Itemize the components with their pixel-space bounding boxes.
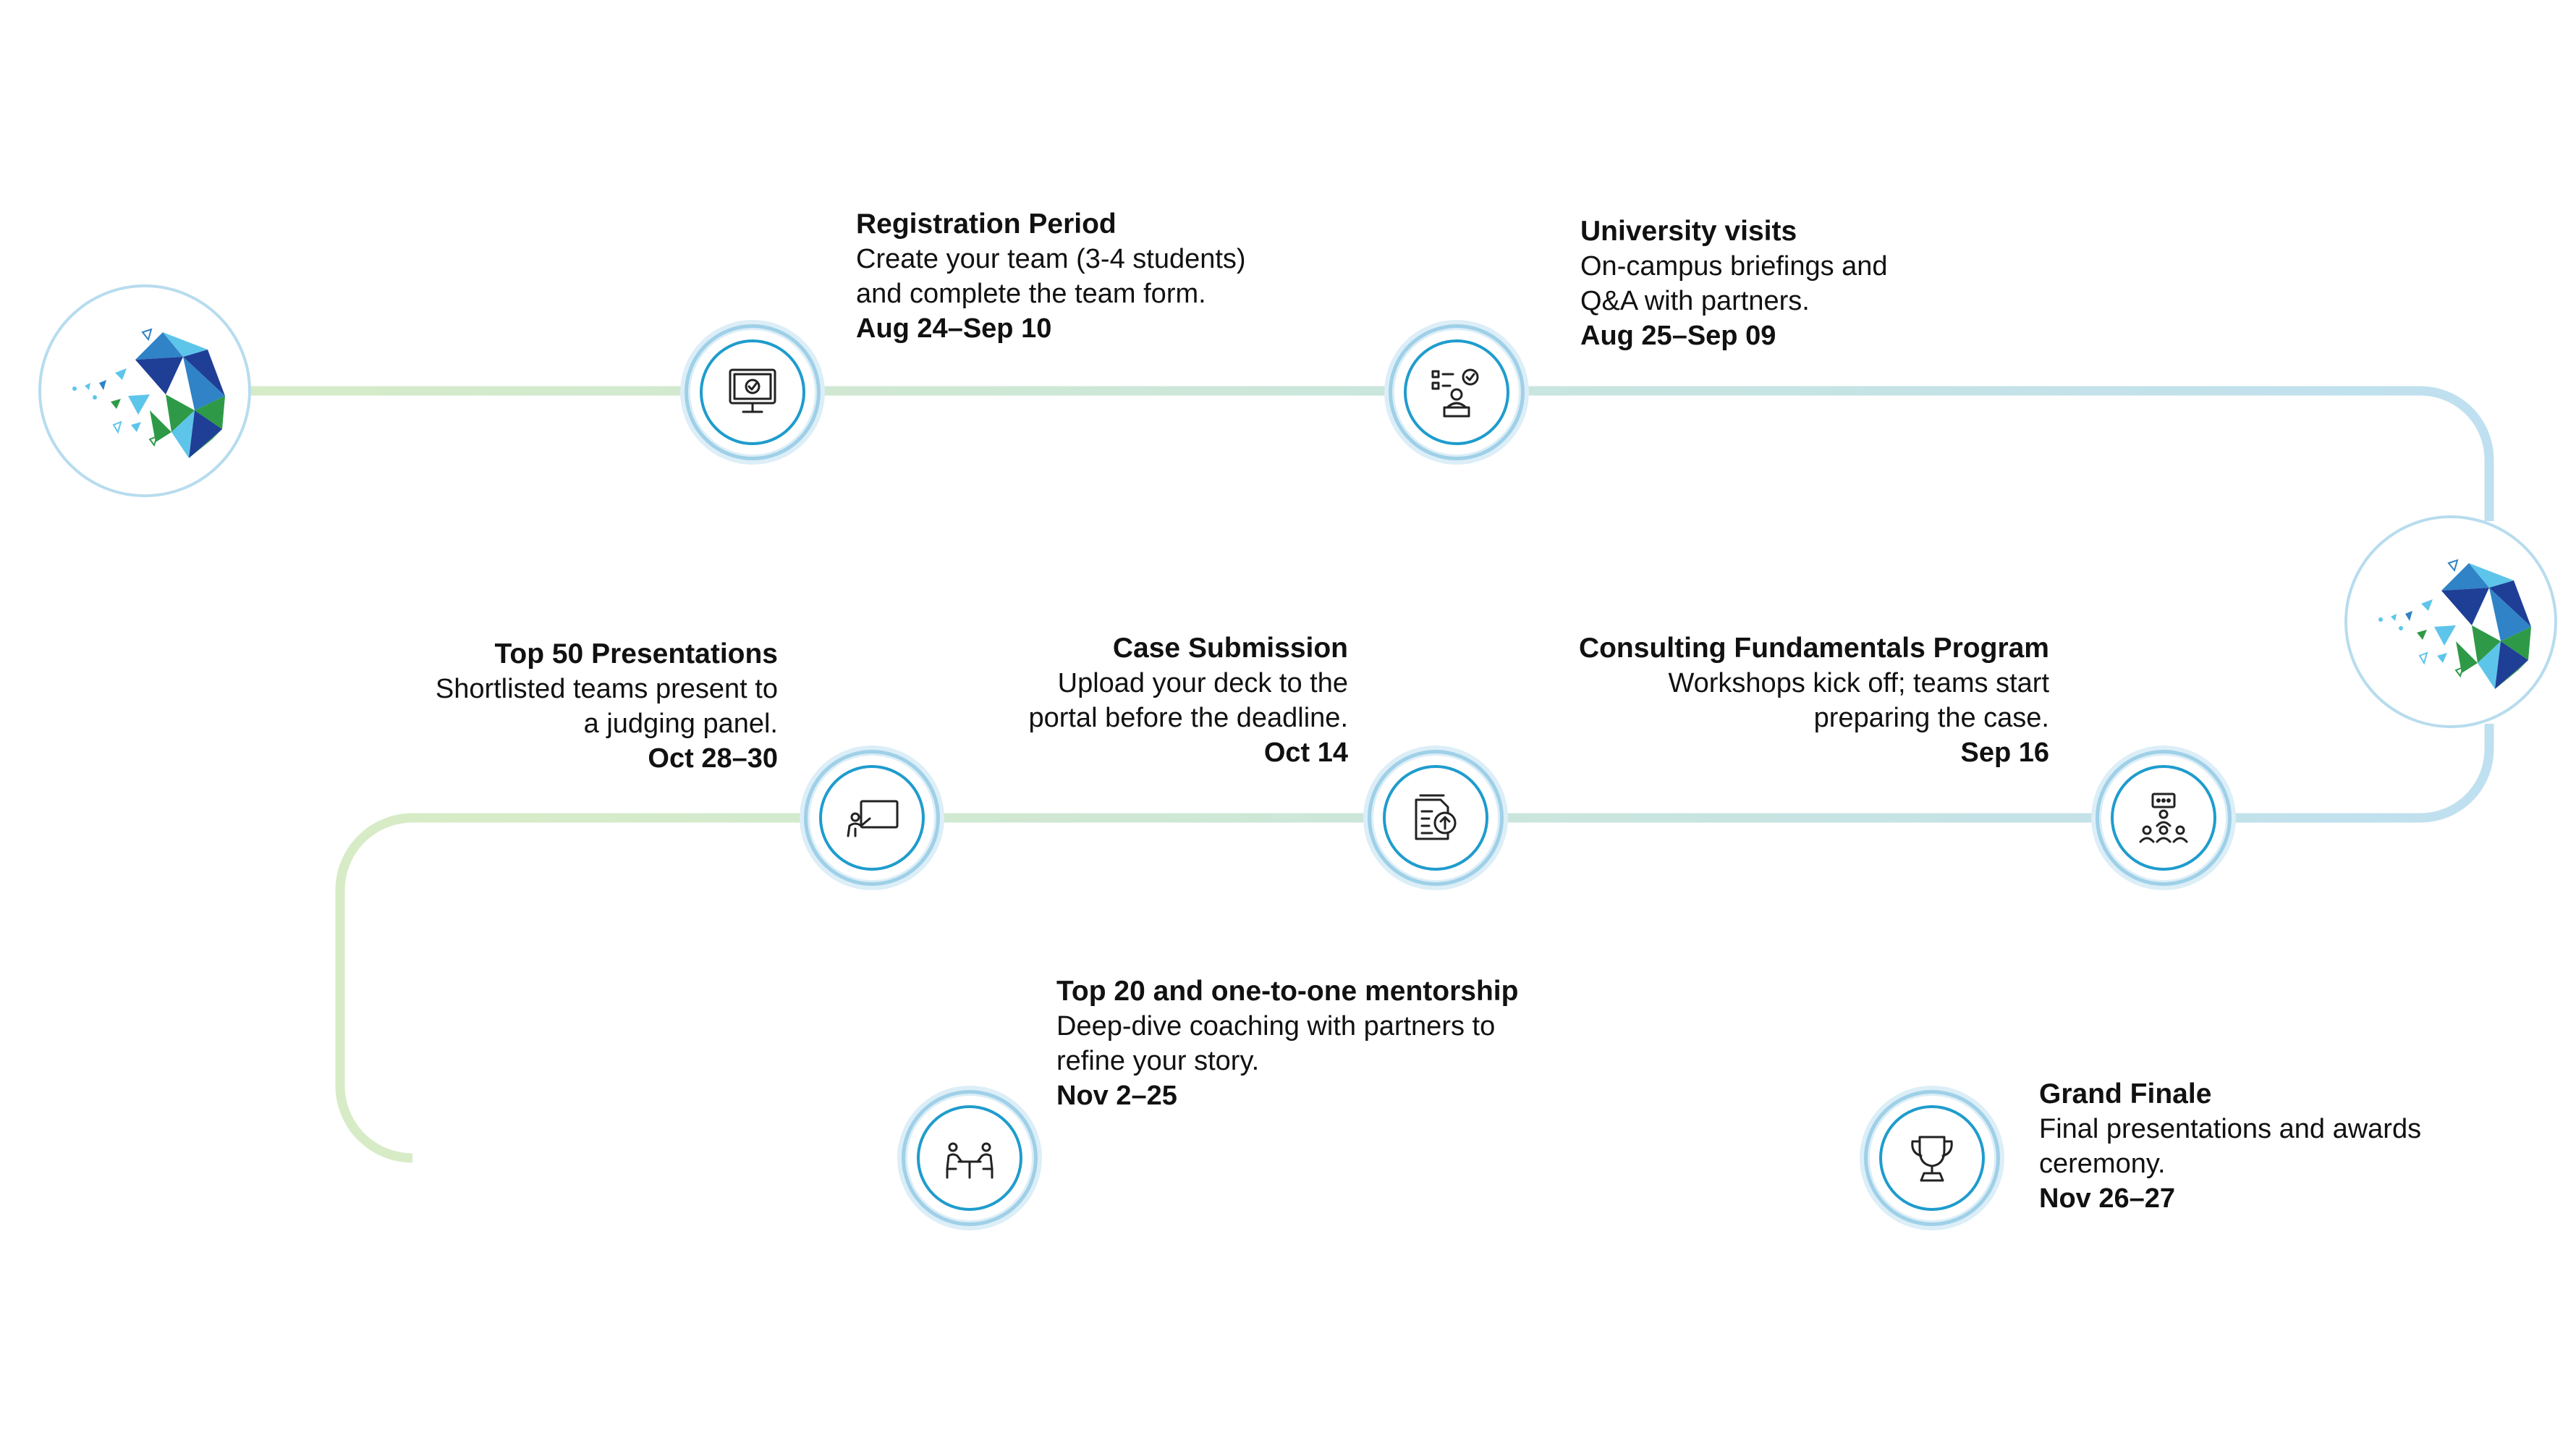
brand-logo-turn (2344, 515, 2557, 728)
step-text-consulting-fundamentals: Consulting Fundamentals Program Workshop… (1447, 631, 2049, 770)
step-desc: Upload your deck to the (1057, 668, 1348, 698)
step-node-registration (680, 320, 825, 465)
presenter-board-icon (847, 800, 899, 837)
step-date: Oct 14 (1263, 738, 1348, 768)
step-title: Top 20 and one-to-one mentorship (1056, 976, 1519, 1007)
step-desc: On-campus briefings and (1580, 251, 1888, 282)
step-date: Nov 26–27 (2039, 1183, 2176, 1214)
step-node-university-visits (1384, 320, 1529, 465)
step-date: Oct 28–30 (648, 743, 778, 774)
step-desc: Q&A with partners. (1580, 286, 1810, 316)
step-node-grand-finale (1860, 1086, 2004, 1230)
step-title: Grand Finale (2039, 1078, 2212, 1110)
mentorship-meeting-icon (946, 1142, 993, 1179)
step-desc: a judging panel. (583, 709, 778, 739)
step-desc: Shortlisted teams present to (435, 674, 778, 704)
track-bend-left (335, 813, 413, 1163)
step-title: Consulting Fundamentals Program (1578, 633, 2049, 664)
step-desc: and complete the team form. (856, 279, 1206, 309)
polygon-head-logo-icon (2378, 559, 2531, 689)
step-text-top-20-mentorship: Top 20 and one-to-one mentorship Deep-di… (1056, 974, 1518, 1113)
step-node-case-submission (1363, 745, 1508, 890)
brand-logo-start (38, 284, 251, 497)
step-desc: ceremony. (2039, 1149, 2166, 1179)
speaker-podium-checklist-icon (1431, 368, 1479, 418)
step-desc: preparing the case. (1813, 703, 2049, 733)
step-title: University visits (1580, 216, 1797, 247)
document-upload-icon (1415, 794, 1457, 840)
computer-checklist-icon (729, 368, 776, 413)
track-row-2 (412, 724, 2494, 823)
step-desc: portal before the deadline. (1028, 703, 1348, 733)
step-date: Sep 16 (1960, 738, 2049, 768)
step-date: Aug 25–Sep 09 (1580, 321, 1776, 351)
group-workshop-icon (2139, 793, 2188, 843)
step-desc: Final presentations and awards (2039, 1114, 2422, 1144)
step-desc: Workshops kick off; teams start (1668, 668, 2049, 698)
step-desc: Create your team (3-4 students) (856, 244, 1246, 274)
step-date: Nov 2–25 (1056, 1081, 1177, 1111)
step-text-registration: Registration Period Create your team (3-… (856, 207, 1246, 346)
polygon-head-logo-icon (72, 328, 225, 458)
step-desc: refine your story. (1056, 1046, 1260, 1076)
step-title: Case Submission (1112, 633, 1348, 664)
step-node-consulting-fundamentals (2091, 745, 2236, 890)
step-text-top-50: Top 50 Presentations Shortlisted teams p… (304, 637, 778, 776)
step-desc: Deep-dive coaching with partners to (1056, 1011, 1496, 1042)
step-node-top-20-mentorship (897, 1086, 1042, 1230)
trophy-icon (1911, 1136, 1953, 1182)
step-date: Aug 24–Sep 10 (856, 313, 1052, 344)
step-text-grand-finale: Grand Finale Final presentations and awa… (2039, 1077, 2421, 1216)
track-row-1 (145, 386, 2494, 521)
step-text-case-submission: Case Submission Upload your deck to the … (868, 631, 1348, 770)
step-title: Top 50 Presentations (494, 638, 778, 669)
step-title: Registration Period (856, 208, 1117, 240)
step-text-university-visits: University visits On-campus briefings an… (1580, 214, 1888, 353)
step-node-top-50 (800, 745, 944, 890)
